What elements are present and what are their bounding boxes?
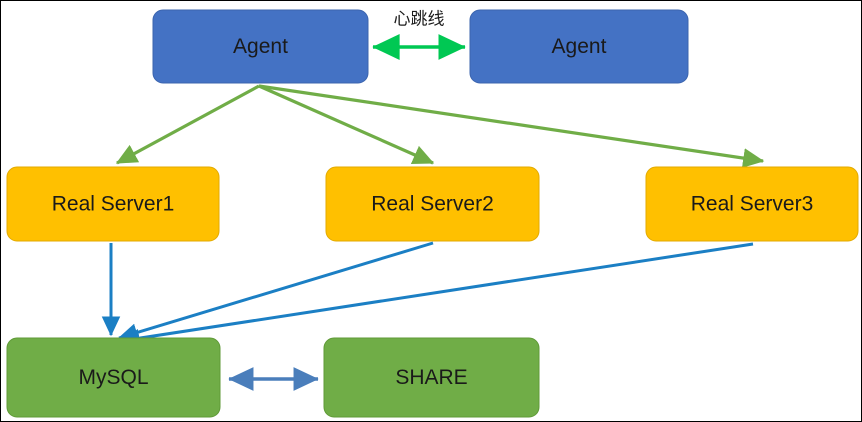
node-shape-agent-primary [152, 9, 369, 84]
node-shape-share [323, 337, 540, 418]
heartbeat-label: 心跳线 [394, 9, 445, 28]
node-agent-secondary[interactable]: Agent [469, 9, 689, 84]
edge-agent-to-rs3 [258, 84, 765, 168]
node-real-server-3[interactable]: Real Server3 [645, 166, 859, 242]
edge-agent-to-rs2 [258, 84, 435, 165]
node-shape-real-server-1 [6, 166, 220, 242]
node-shape-mysql [6, 337, 221, 418]
node-mysql[interactable]: MySQL [6, 337, 221, 418]
edge-rs2-to-mysql [117, 241, 434, 342]
node-shape-agent-secondary [469, 9, 689, 84]
node-shape-real-server-3 [645, 166, 859, 242]
node-agent-primary[interactable]: Agent [152, 9, 369, 84]
node-layer: Agent Agent Real Server1 Real Server2 Re… [6, 9, 859, 418]
edge-rs3-to-mysql [119, 242, 754, 348]
node-shape-real-server-2 [325, 166, 540, 242]
edge-agent-to-rs1 [115, 84, 260, 165]
node-share[interactable]: SHARE [323, 337, 540, 418]
node-real-server-1[interactable]: Real Server1 [6, 166, 220, 242]
node-real-server-2[interactable]: Real Server2 [325, 166, 540, 242]
